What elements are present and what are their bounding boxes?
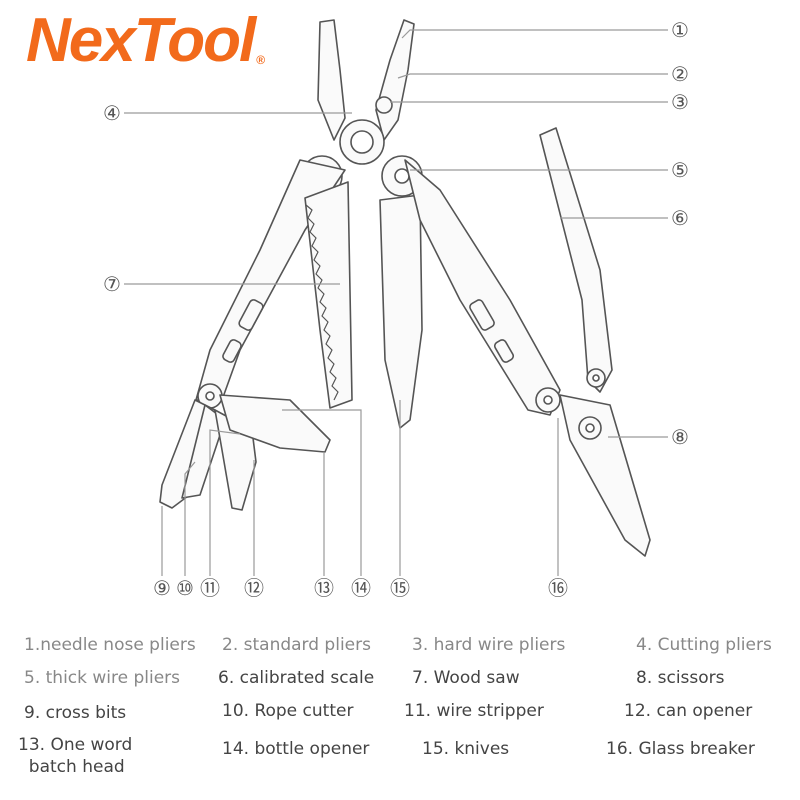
callout-number: ⑯ [548, 576, 568, 600]
callout-marker-11: ⑪ [200, 576, 220, 600]
right-handle [404, 159, 561, 416]
callout-number: ⑤ [671, 158, 689, 182]
callout-marker-16: ⑯ [548, 576, 568, 600]
legend-item-16: 16. Glass breaker [606, 739, 755, 759]
plier-jaw-left [317, 19, 346, 141]
leader-line-14 [282, 409, 362, 576]
callout-number: ② [671, 62, 689, 86]
callout-marker-6: ⑥ [671, 206, 689, 230]
callout-marker-5: ⑤ [671, 158, 689, 182]
legend-item-6: 6. calibrated scale [218, 668, 375, 688]
plier-jaw-right [375, 19, 415, 141]
legend-item-13: 13. One word batch head [18, 735, 133, 777]
callout-number: ⑩ [176, 576, 194, 600]
callout-number: ⑧ [671, 425, 689, 449]
callout-number: ⑦ [103, 272, 121, 296]
legend-item-11: 11. wire stripper [404, 701, 544, 721]
legend-item-15: 15. knives [422, 739, 510, 759]
callout-number: ⑫ [244, 576, 264, 600]
callout-marker-2: ② [671, 62, 689, 86]
registered-mark: ® [256, 53, 266, 67]
scissors [559, 394, 651, 557]
leader-line-1 [401, 29, 668, 39]
legend-item-4: 4. Cutting pliers [636, 635, 772, 655]
callout-marker-12: ⑫ [244, 576, 264, 600]
legend-item-10: 10. Rope cutter [222, 701, 354, 721]
legend-item-5: 5. thick wire pliers [24, 668, 181, 688]
plier-small-pivot [375, 96, 393, 114]
legend-item-9: 9. cross bits [24, 703, 127, 723]
legend-item-7: 7. Wood saw [412, 668, 520, 688]
callout-marker-15: ⑮ [390, 576, 410, 600]
callout-marker-10: ⑩ [176, 576, 194, 600]
callout-number: ① [671, 18, 689, 42]
nextool-logo: NexTool® [26, 10, 266, 72]
legend-item-3: 3. hard wire pliers [412, 635, 566, 655]
callout-leader-lines [124, 29, 668, 576]
leader-line-11 [209, 429, 241, 576]
callout-marker-3: ③ [671, 90, 689, 114]
legend-item-1: 1.needle nose pliers [24, 635, 196, 655]
legend-item-14: 14. bottle opener [222, 739, 370, 759]
callout-marker-4: ④ [103, 101, 121, 125]
wood-saw [304, 181, 353, 409]
callout-number: ⑬ [314, 576, 334, 600]
leader-line-10 [184, 461, 196, 576]
knife-blade [379, 194, 423, 429]
leader-line-2 [397, 73, 668, 79]
callout-marker-9: ⑨ [153, 576, 171, 600]
callout-marker-1: ① [671, 18, 689, 42]
callout-marker-8: ⑧ [671, 425, 689, 449]
calibrated-scale [539, 127, 613, 393]
callout-number: ⑨ [153, 576, 171, 600]
bottle-opener-tool [219, 394, 331, 453]
logo-text: NexTool [26, 6, 256, 75]
callout-number: ⑮ [390, 576, 410, 600]
callout-number: ⑥ [671, 206, 689, 230]
callout-number: ⑭ [351, 576, 371, 600]
callout-number: ③ [671, 90, 689, 114]
callout-number: ⑪ [200, 576, 220, 600]
callout-number: ④ [103, 101, 121, 125]
callout-marker-7: ⑦ [103, 272, 121, 296]
legend-item-8: 8. scissors [636, 668, 725, 688]
legend-item-2: 2. standard pliers [222, 635, 371, 655]
callout-marker-13: ⑬ [314, 576, 334, 600]
callout-marker-14: ⑭ [351, 576, 371, 600]
legend-item-12: 12. can opener [624, 701, 753, 721]
